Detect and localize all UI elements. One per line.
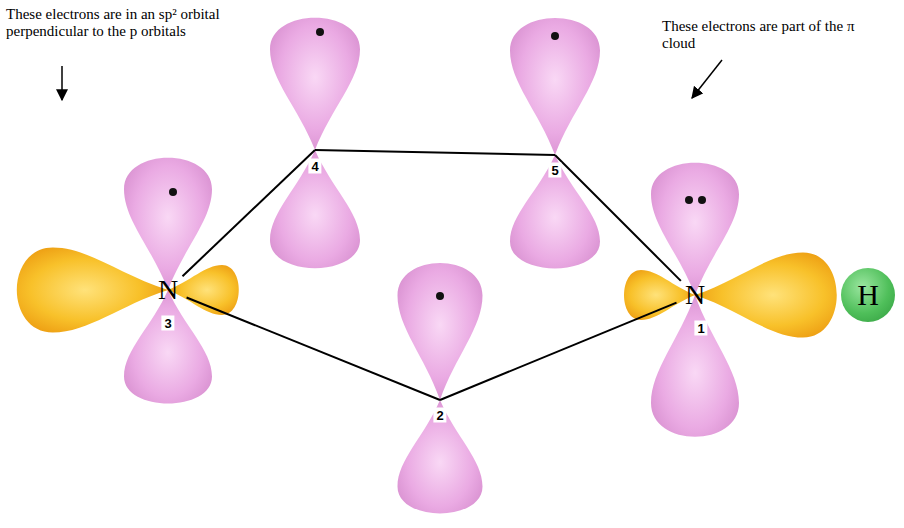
p-orbital-lobe xyxy=(651,295,739,437)
p-orbital-lobe xyxy=(124,158,212,290)
ring-bond xyxy=(187,297,440,400)
p-orbital-lobe xyxy=(270,18,360,150)
ring-bond xyxy=(315,150,555,155)
ring-bond xyxy=(440,303,677,400)
callout-number: 3 xyxy=(161,316,174,331)
p-orbital-lobe xyxy=(398,263,483,400)
p-orbital-lobe xyxy=(270,150,360,268)
electron-dot xyxy=(551,32,559,40)
callout-number: 1 xyxy=(694,321,707,336)
callout-number: 2 xyxy=(433,408,446,423)
leader-arrow xyxy=(61,66,63,100)
sp2-orbital-lobe xyxy=(17,248,168,333)
p-orbital-lobe xyxy=(510,18,600,155)
p-orbital-lobe xyxy=(398,400,483,513)
annotation-note: These electrons are part of the π cloud xyxy=(662,18,887,53)
p-orbital-lobe xyxy=(510,155,600,268)
electron-dot xyxy=(436,292,444,300)
electron-dot xyxy=(698,196,706,204)
p-orbital-lobe xyxy=(124,290,212,403)
sp2-orbital-lobe xyxy=(624,270,695,320)
callout-number: 4 xyxy=(308,159,321,174)
atom-symbol: N xyxy=(685,281,705,309)
atom-symbol: N xyxy=(158,276,178,304)
electron-dot xyxy=(316,28,324,36)
leader-arrow xyxy=(692,60,722,98)
electron-dot xyxy=(169,188,177,196)
p-orbital-lobe xyxy=(651,163,739,295)
ring-bond xyxy=(182,150,315,276)
atom-symbol: H xyxy=(857,280,879,310)
hydrogen-atom: H xyxy=(841,268,895,322)
sp2-orbital-lobe xyxy=(168,265,239,315)
annotation-note: These electrons are in an sp² orbital pe… xyxy=(6,6,241,41)
sp2-orbital-lobe xyxy=(695,253,837,338)
callout-number: 5 xyxy=(548,163,561,178)
ring-bond xyxy=(555,155,681,281)
electron-dot xyxy=(685,196,693,204)
